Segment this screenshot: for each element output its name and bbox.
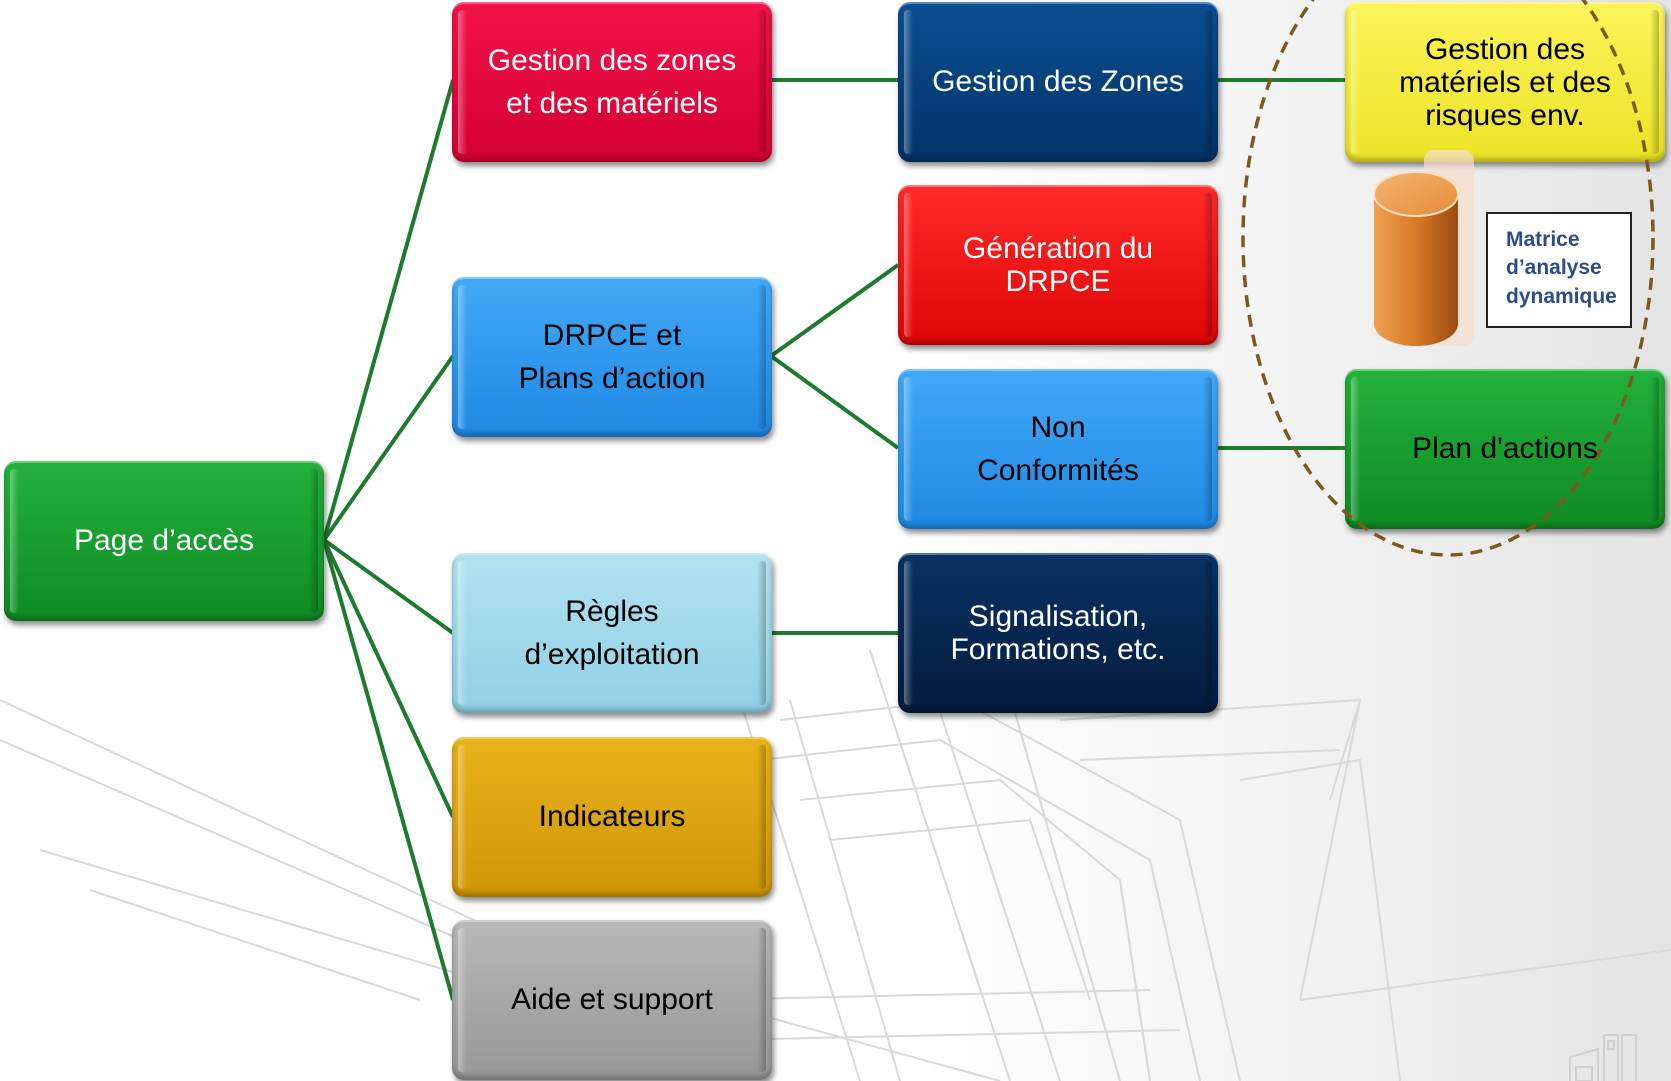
node-non-conformites[interactable]: Non Conformités (898, 369, 1218, 529)
node-aide-support[interactable]: Aide et support (452, 920, 772, 1080)
node-drpce-plans[interactable]: DRPCE et Plans d’action (452, 277, 772, 437)
edge-root-aide (322, 539, 455, 1001)
node-plan-actions[interactable]: Plan d'actions (1345, 369, 1665, 529)
edge-root-regles (322, 538, 455, 635)
node-gestion-materiels-risques[interactable]: Gestion des matériels et des risques env… (1345, 2, 1665, 162)
matrix-analysis-label: Matrice d’analyse dynamique (1486, 212, 1632, 328)
node-signalisation-formations[interactable]: Signalisation, Formations, etc. (898, 553, 1218, 713)
database-cylinder-icon (1373, 150, 1474, 346)
edge-root-indicateurs (322, 539, 455, 818)
node-gestion-des-zones[interactable]: Gestion des Zones (898, 2, 1218, 162)
node-page-acces[interactable]: Page d’accès (4, 461, 324, 621)
node-indicateurs[interactable]: Indicateurs (452, 737, 772, 897)
building-logo-icon (1569, 1034, 1637, 1081)
edge-root-drpce (322, 354, 455, 542)
edge-drpce-generation (769, 263, 900, 358)
node-gestion-zones-materiels[interactable]: Gestion des zones et des matériels (452, 2, 772, 162)
edge-root-zones (322, 79, 455, 541)
node-generation-drpce[interactable]: Génération du DRPCE (898, 185, 1218, 345)
node-regles-exploitation[interactable]: Règles d’exploitation (452, 553, 772, 713)
edge-drpce-nonconf (769, 354, 900, 450)
